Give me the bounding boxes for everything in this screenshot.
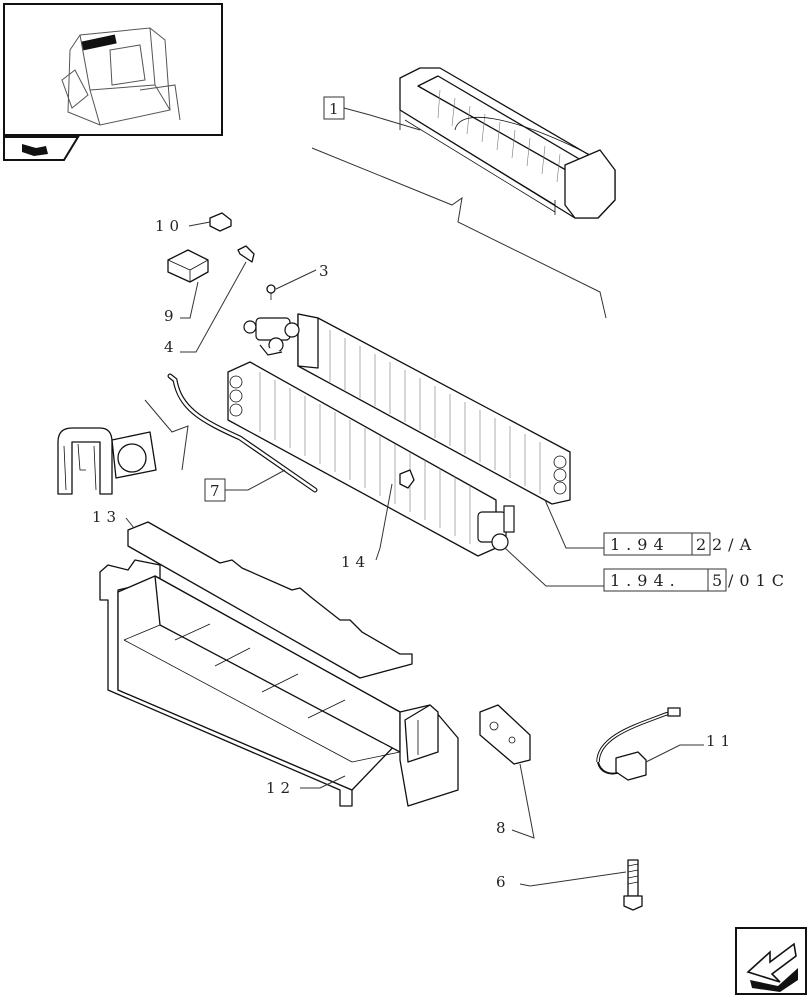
bolt <box>623 859 643 911</box>
clip-part <box>237 245 255 263</box>
callout-10[interactable]: 10 <box>155 217 211 235</box>
callout-3-label: 3 <box>319 262 334 280</box>
reference-b-suffix: /01C <box>728 571 790 590</box>
callout-1[interactable]: 1 <box>323 96 421 131</box>
reference-a-suffix: 2/A <box>712 535 757 554</box>
reference-b-box: 5 <box>712 571 728 590</box>
screw-part <box>266 284 276 300</box>
callout-11-label: 11 <box>706 732 735 750</box>
callout-1-label: 1 <box>329 100 344 118</box>
callout-14[interactable]: 14 <box>341 483 393 571</box>
callout-13[interactable]: 13 <box>92 508 135 529</box>
lower-housing <box>99 559 459 807</box>
callout-6-label: 6 <box>496 873 511 891</box>
temperature-sensor <box>596 707 681 781</box>
reference-b[interactable]: 1.94. 5 /01C <box>504 547 790 592</box>
callout-11[interactable]: 11 <box>645 732 735 763</box>
callout-6[interactable]: 6 <box>496 871 627 891</box>
next-page-arrow-icon[interactable] <box>735 927 807 995</box>
callout-12-label: 12 <box>266 779 295 797</box>
callout-7[interactable]: 7 <box>204 469 286 502</box>
callout-13-label: 13 <box>92 508 121 526</box>
drain-tube <box>167 373 318 493</box>
reference-a[interactable]: 1.94 2 2/A <box>544 499 757 556</box>
mounting-pad <box>479 704 531 765</box>
callout-3[interactable]: 3 <box>275 262 334 290</box>
callout-4[interactable]: 4 <box>164 261 247 356</box>
callout-9[interactable]: 9 <box>164 281 199 325</box>
reference-a-box: 2 <box>696 535 712 554</box>
callout-14-label: 14 <box>341 553 370 571</box>
heater-core <box>243 313 571 505</box>
callout-12[interactable]: 12 <box>266 775 346 797</box>
callout-10-label: 10 <box>155 217 184 235</box>
book-tab-icon[interactable] <box>3 136 80 161</box>
callout-4-label: 4 <box>164 338 179 356</box>
callout-8-label: 8 <box>496 819 511 837</box>
tractor-cab-thumbnail-icon[interactable] <box>3 3 223 136</box>
reference-a-prefix: 1.94 <box>610 535 670 554</box>
foam-block <box>167 249 209 283</box>
heater-assembly <box>399 67 616 219</box>
callout-9-label: 9 <box>164 307 179 325</box>
section-break-line-2 <box>144 399 189 471</box>
section-break-line <box>311 147 607 319</box>
evaporator-core <box>227 361 515 557</box>
seal-profile <box>57 427 157 495</box>
callout-8[interactable]: 8 <box>496 763 535 839</box>
reference-b-prefix: 1.94. <box>610 571 681 590</box>
gasket-strip <box>127 521 413 679</box>
pad-small <box>209 212 232 232</box>
callout-7-label: 7 <box>210 482 225 500</box>
